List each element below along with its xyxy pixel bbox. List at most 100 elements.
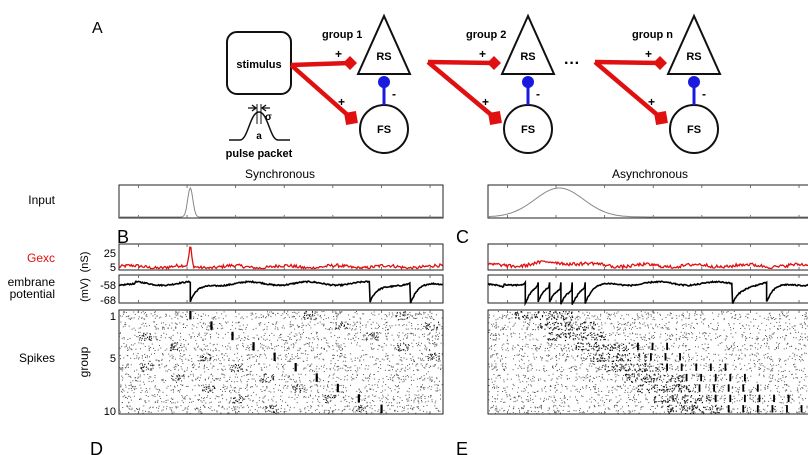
spike-dot	[301, 322, 303, 324]
spike-dot	[725, 338, 727, 340]
spike-dot	[403, 311, 405, 313]
spike-dot	[406, 318, 408, 320]
spike-dot	[173, 389, 174, 391]
spike-dot	[760, 347, 761, 349]
spike-dot	[548, 321, 550, 323]
spike-dot	[289, 359, 291, 361]
spike-dot	[526, 329, 528, 330]
spike-dot	[350, 376, 352, 378]
spike-dot	[338, 325, 340, 327]
spike-dot	[588, 349, 590, 351]
spike-dot	[250, 344, 252, 346]
spike-dot	[624, 323, 626, 325]
spike-dot	[273, 377, 274, 379]
spike-dot	[568, 315, 570, 317]
spike-dot	[326, 400, 328, 402]
spike-dot	[430, 317, 431, 319]
spike-dot	[428, 354, 430, 355]
spike-dot	[281, 327, 283, 329]
spike-dot	[397, 386, 399, 387]
spike-dot	[541, 357, 543, 358]
spike-dot	[394, 347, 396, 349]
spike-dot	[226, 348, 228, 350]
spike-dot	[406, 358, 408, 360]
spike-dot	[704, 318, 706, 320]
spike-dot	[759, 329, 761, 331]
spike-dot	[337, 365, 339, 367]
spike-dot	[222, 369, 224, 371]
spike-dot	[616, 356, 618, 358]
spike-dot	[306, 389, 308, 391]
spike-dot	[709, 332, 711, 334]
spike-dot	[437, 409, 439, 411]
spike-dot	[338, 394, 340, 396]
spike-dot	[547, 315, 549, 316]
spike-dot	[545, 323, 547, 325]
spike-dot	[188, 375, 190, 377]
spike-dot	[600, 368, 602, 370]
spike-dot	[332, 391, 334, 393]
spike-dot	[172, 402, 174, 404]
spike-dot	[423, 375, 425, 377]
spike-dot	[397, 334, 399, 336]
spike-dot	[386, 398, 388, 399]
spike-dot	[402, 381, 404, 383]
spike-dot	[422, 387, 424, 389]
spike-dot	[564, 344, 566, 346]
spike-dot	[224, 368, 226, 370]
spike-dot	[615, 347, 617, 349]
spike-dot	[385, 401, 387, 403]
spike-dot	[287, 377, 289, 378]
spike-dot	[344, 346, 346, 347]
spike-dot	[415, 412, 417, 414]
spike-dot	[294, 335, 296, 337]
spike-dot	[675, 339, 677, 341]
spike-dot	[305, 391, 307, 393]
spike-dot	[642, 352, 645, 354]
spike-dot	[749, 328, 750, 330]
spike-dot	[275, 401, 277, 403]
spike-dot	[264, 323, 266, 325]
spike-dot	[327, 381, 329, 383]
spike-dot	[406, 347, 408, 349]
spike-dot	[550, 313, 552, 315]
spike-dot	[217, 327, 219, 329]
spike-dot	[370, 343, 372, 345]
spike-dot	[660, 327, 662, 329]
spike-dot	[231, 365, 233, 366]
spike-dot	[151, 363, 153, 364]
spike-dot	[380, 368, 382, 370]
spike-dot	[576, 328, 578, 330]
spike-dot	[582, 339, 584, 341]
spike-dot	[216, 411, 218, 413]
spike-dot	[582, 346, 584, 348]
gexc-tick-5: 5	[110, 262, 116, 274]
spike-dot	[617, 353, 619, 355]
inhibitory-synapse-icon	[688, 76, 700, 88]
excitatory-sign-fs: +	[648, 95, 655, 109]
spike-dot	[309, 324, 311, 326]
spike-dot	[341, 354, 343, 356]
spike-dot	[286, 340, 288, 342]
spike-dot	[234, 397, 236, 399]
spike-dot	[636, 313, 638, 315]
spike-dot	[518, 354, 520, 356]
spike-dot	[268, 322, 270, 323]
spike-dot	[416, 345, 418, 347]
spike-dot	[397, 396, 399, 397]
spike-dot	[578, 342, 580, 344]
spike-dot	[619, 333, 621, 335]
spike-dot	[735, 317, 737, 319]
spike-dot	[388, 328, 390, 330]
spike-dot	[299, 408, 301, 410]
spike-dot	[162, 380, 164, 382]
spike-dot	[214, 316, 216, 317]
spike-dot	[158, 407, 160, 409]
spike-dot	[248, 354, 249, 356]
spike-dot	[786, 312, 788, 314]
spike-dot	[265, 381, 266, 383]
spike-dot	[753, 359, 755, 361]
spike-dot	[346, 365, 347, 367]
spike-dot	[403, 406, 405, 408]
spike-dot	[313, 318, 315, 320]
